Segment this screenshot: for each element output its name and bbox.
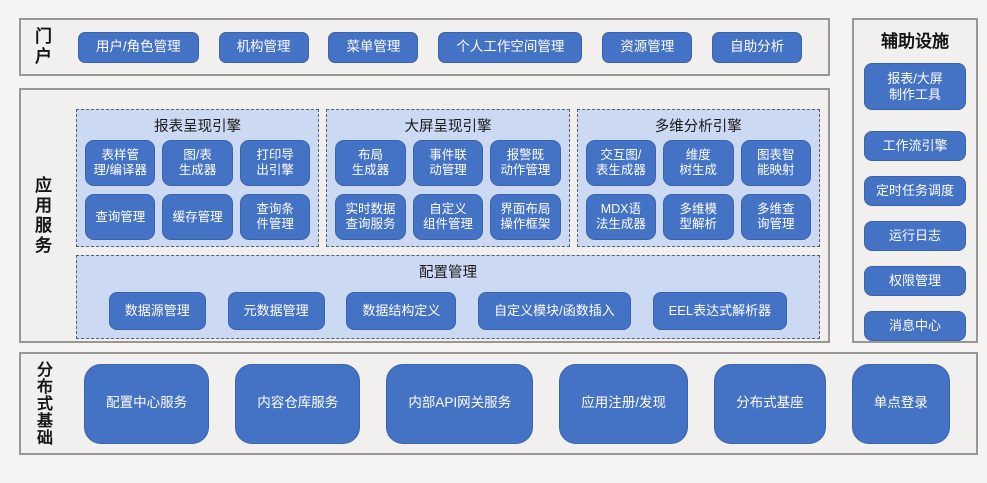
node-personal-workspace-management: 个人工作空间管理: [438, 31, 583, 63]
node-chart-table-generator: 图/表生成器: [162, 140, 233, 186]
config-management-nodes: 数据源管理 元数据管理 数据结构定义 自定义模块/函数插入 EEL表达式解析器: [87, 286, 809, 335]
portal-nodes: 用户/角色管理 机构管理 菜单管理 个人工作空间管理 资源管理 自助分析: [58, 31, 828, 63]
node-menu-management: 菜单管理: [328, 31, 419, 63]
report-rendering-engine-grid: 表样管理/编译器 图/表生成器 打印导出引擎 查询管理 缓存管理 查询条件管理: [85, 140, 311, 240]
node-query-management: 查询管理: [85, 194, 156, 240]
node-query-condition-management: 查询条件管理: [239, 194, 311, 240]
multidim-analysis-engine-grid: 交互图/表生成器 维度树生成 图表智能映射 MDX语法生成器 多维模型解析 多维…: [585, 140, 811, 240]
config-management-title: 配置管理: [419, 265, 477, 281]
node-multidim-query-management: 多维查询管理: [740, 194, 811, 240]
node-layout-generator: 布局生成器: [335, 140, 406, 186]
node-ui-layout-operation-framework: 界面布局操作框架: [490, 194, 561, 240]
node-custom-component-management: 自定义组件管理: [412, 194, 484, 240]
node-multidim-model-parsing: 多维模型解析: [663, 194, 734, 240]
node-internal-api-gateway-service: 内部API网关服务: [386, 363, 534, 444]
node-resource-management: 资源管理: [602, 31, 693, 63]
node-self-service-analysis: 自助分析: [712, 31, 803, 63]
distributed-nodes: 配置中心服务 内容仓库服务 内部API网关服务 应用注册/发现 分布式基座 单点…: [58, 363, 976, 444]
report-rendering-engine-panel: 报表呈现引擎 表样管理/编译器 图/表生成器 打印导出引擎 查询管理 缓存管理 …: [76, 109, 320, 247]
distributed-foundation-section: 分布式基础 配置中心服务 内容仓库服务 内部API网关服务 应用注册/发现 分布…: [19, 352, 978, 455]
node-single-sign-on: 单点登录: [851, 363, 950, 444]
node-report-template-compiler: 表样管理/编译器: [85, 140, 156, 186]
auxiliary-facilities-title: 辅助设施: [881, 32, 949, 51]
node-print-export-engine: 打印导出引擎: [239, 140, 311, 186]
node-dimension-tree-generation: 维度树生成: [663, 140, 734, 186]
config-management-panel: 配置管理 数据源管理 元数据管理 数据结构定义 自定义模块/函数插入 EEL表达…: [76, 255, 820, 339]
node-chart-smart-mapping: 图表智能映射: [740, 140, 811, 186]
node-realtime-data-query-service: 实时数据查询服务: [335, 194, 406, 240]
multidim-analysis-engine-title: 多维分析引擎: [654, 119, 742, 135]
bigscreen-rendering-engine-panel: 大屏呈现引擎 布局生成器 事件联动管理 报警既动作管理 实时数据查询服务 自定义…: [326, 109, 570, 247]
node-metadata-management: 元数据管理: [227, 291, 325, 330]
portal-section-label: 门户: [32, 27, 51, 67]
node-config-center-service: 配置中心服务: [84, 363, 210, 444]
node-custom-module-function-insert: 自定义模块/函数插入: [478, 291, 631, 330]
engines-row: 报表呈现引擎 表样管理/编译器 图/表生成器 打印导出引擎 查询管理 缓存管理 …: [76, 109, 820, 247]
node-event-linkage-management: 事件联动管理: [412, 140, 484, 186]
report-rendering-engine-title: 报表呈现引擎: [154, 119, 242, 135]
node-report-bigscreen-design-tool: 报表/大屏制作工具: [864, 63, 966, 110]
portal-section: 门户 用户/角色管理 机构管理 菜单管理 个人工作空间管理 资源管理 自助分析: [19, 18, 830, 76]
node-interactive-chart-generator: 交互图/表生成器: [585, 140, 657, 186]
node-app-registration-discovery: 应用注册/发现: [559, 363, 689, 444]
node-data-structure-definition: 数据结构定义: [346, 291, 457, 330]
node-mdx-syntax-generator: MDX语法生成器: [585, 194, 657, 240]
node-workflow-engine: 工作流引擎: [864, 131, 966, 161]
node-content-repository-service: 内容仓库服务: [235, 363, 361, 444]
bigscreen-rendering-engine-grid: 布局生成器 事件联动管理 报警既动作管理 实时数据查询服务 自定义组件管理 界面…: [335, 140, 561, 240]
auxiliary-nodes: 报表/大屏制作工具 工作流引擎 定时任务调度 运行日志 权限管理 消息中心: [864, 63, 966, 341]
distributed-foundation-label: 分布式基础: [34, 361, 51, 446]
app-services-content: 报表呈现引擎 表样管理/编译器 图/表生成器 打印导出引擎 查询管理 缓存管理 …: [58, 90, 828, 341]
node-eel-expression-parser: EEL表达式解析器: [652, 291, 788, 330]
node-distributed-base: 分布式基座: [714, 363, 826, 444]
node-user-role-management: 用户/角色管理: [77, 31, 199, 63]
node-message-center: 消息中心: [864, 311, 966, 341]
node-alarm-action-management: 报警既动作管理: [490, 140, 561, 186]
node-datasource-management: 数据源管理: [108, 291, 206, 330]
multidim-analysis-engine-panel: 多维分析引擎 交互图/表生成器 维度树生成 图表智能映射 MDX语法生成器 多维…: [576, 109, 820, 247]
app-services-section-label: 应用服务: [32, 175, 51, 256]
node-cache-management: 缓存管理: [162, 194, 233, 240]
node-organization-management: 机构管理: [218, 31, 309, 63]
app-services-section: 应用服务 报表呈现引擎 表样管理/编译器 图/表生成器 打印导出引擎 查询管理 …: [19, 88, 830, 343]
node-run-log: 运行日志: [864, 221, 966, 251]
node-scheduled-task-dispatch: 定时任务调度: [864, 176, 966, 206]
bigscreen-rendering-engine-title: 大屏呈现引擎: [404, 119, 492, 135]
auxiliary-facilities-section: 辅助设施 报表/大屏制作工具 工作流引擎 定时任务调度 运行日志 权限管理 消息…: [852, 18, 978, 343]
node-permission-management: 权限管理: [864, 266, 966, 296]
